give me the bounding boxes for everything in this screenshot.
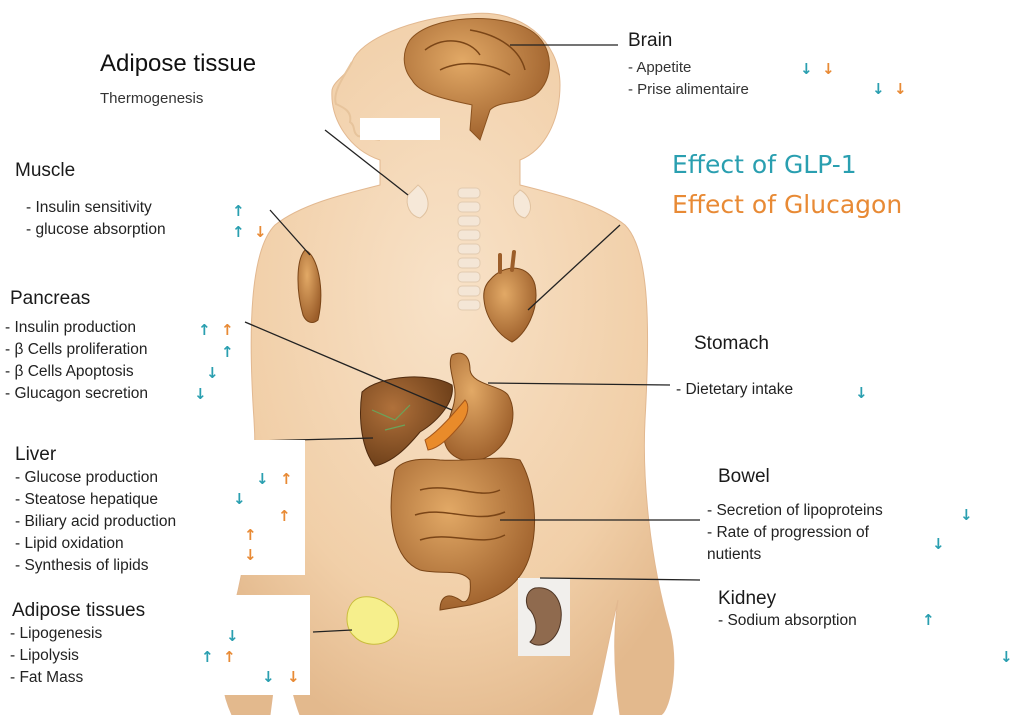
arrow-down-glp1-icon: ↓	[262, 670, 275, 685]
thermogenesis-label: Thermogenesis	[100, 90, 203, 107]
liver-item-lipid-syn: - Synthesis of lipids	[15, 557, 149, 575]
arrow-up-glucagon-icon: ↑	[280, 472, 293, 487]
legend-glp1: Effect of GLP-1	[672, 150, 857, 179]
arrow-up-glucagon-icon: ↑	[244, 528, 257, 543]
bowel-item-nutients: nutients	[707, 546, 761, 564]
bowel-item-rate: - Rate of progression of	[707, 524, 869, 542]
kidney-title: Kidney	[718, 588, 776, 610]
pancreas-title: Pancreas	[10, 288, 90, 310]
adipose-top-title: Adipose tissue	[100, 50, 256, 78]
liver-item-glucose: - Glucose production	[15, 469, 158, 487]
bowel-title: Bowel	[718, 466, 770, 488]
muscle-item-insulin: - Insulin sensitivity	[26, 199, 152, 217]
stomach-item-intake: - Dietetary intake	[676, 381, 793, 399]
arrow-down-glucagon-icon: ↓	[894, 82, 907, 97]
liver-title: Liver	[15, 444, 56, 466]
arrow-down-glp1-icon: ↓	[226, 629, 239, 644]
brain-item-prise: - Prise alimentaire	[628, 81, 749, 98]
arrow-up-glp1-icon: ↑	[232, 204, 245, 219]
pancreas-item-glucagon: - Glucagon secretion	[5, 385, 148, 403]
arrow-down-glp1-icon: ↓	[206, 366, 219, 381]
arrow-down-glp1-icon: ↓	[800, 62, 813, 77]
arrow-up-glp1-icon: ↑	[198, 323, 211, 338]
stomach-title: Stomach	[694, 333, 769, 355]
spine	[458, 188, 480, 310]
adipose-item-lipogenesis: - Lipogenesis	[10, 625, 102, 643]
liver-item-biliary: - Biliary acid production	[15, 513, 176, 531]
pancreas-item-apoptosis: - β Cells Apoptosis	[5, 363, 134, 381]
arrow-down-glp1-icon: ↓	[256, 472, 269, 487]
arrow-down-glp1-icon: ↓	[1000, 650, 1013, 665]
kidney-illustration	[518, 578, 570, 656]
arrow-down-glp1-icon: ↓	[233, 492, 246, 507]
arrow-up-glucagon-icon: ↑	[221, 323, 234, 338]
arrow-up-glucagon-icon: ↑	[278, 509, 291, 524]
pancreas-item-insulin: - Insulin production	[5, 319, 136, 337]
arrow-up-glp1-icon: ↑	[221, 345, 234, 360]
arrow-up-glp1-icon: ↑	[922, 613, 935, 628]
arrow-down-glp1-icon: ↓	[960, 508, 973, 523]
adipose-item-fatmass: - Fat Mass	[10, 669, 83, 687]
arrow-up-glp1-icon: ↑	[232, 225, 245, 240]
muscle-item-glucose: - glucose absorption	[26, 221, 166, 239]
arrow-down-glucagon-icon: ↓	[287, 670, 300, 685]
arrow-down-glucagon-icon: ↓	[254, 225, 267, 240]
kidney-item-sodium: - Sodium absorption	[718, 612, 857, 630]
arrow-down-glp1-icon: ↓	[194, 387, 207, 402]
arrow-down-glp1-icon: ↓	[855, 386, 868, 401]
bowel-item-lipoproteins: - Secretion of lipoproteins	[707, 502, 883, 520]
arrow-up-glp1-icon: ↑	[201, 650, 214, 665]
arrow-down-glucagon-icon: ↓	[244, 548, 257, 563]
brain-item-appetite: - Appetite	[628, 59, 691, 76]
arrow-down-glp1-icon: ↓	[932, 537, 945, 552]
arrow-down-glucagon-icon: ↓	[822, 62, 835, 77]
muscle-title: Muscle	[15, 160, 75, 182]
liver-item-steatose: - Steatose hepatique	[15, 491, 158, 509]
liver-item-lipid-ox: - Lipid oxidation	[15, 535, 124, 553]
pancreas-item-proliferation: - β Cells proliferation	[5, 341, 147, 359]
arrow-up-glucagon-icon: ↑	[223, 650, 236, 665]
adipose-bottom-title: Adipose tissues	[12, 600, 145, 622]
adipose-item-lipolysis: - Lipolysis	[10, 647, 79, 665]
arrow-down-glp1-icon: ↓	[872, 82, 885, 97]
legend-glucagon: Effect of Glucagon	[672, 190, 902, 219]
brain-title: Brain	[628, 30, 672, 52]
label-mask	[360, 118, 440, 140]
